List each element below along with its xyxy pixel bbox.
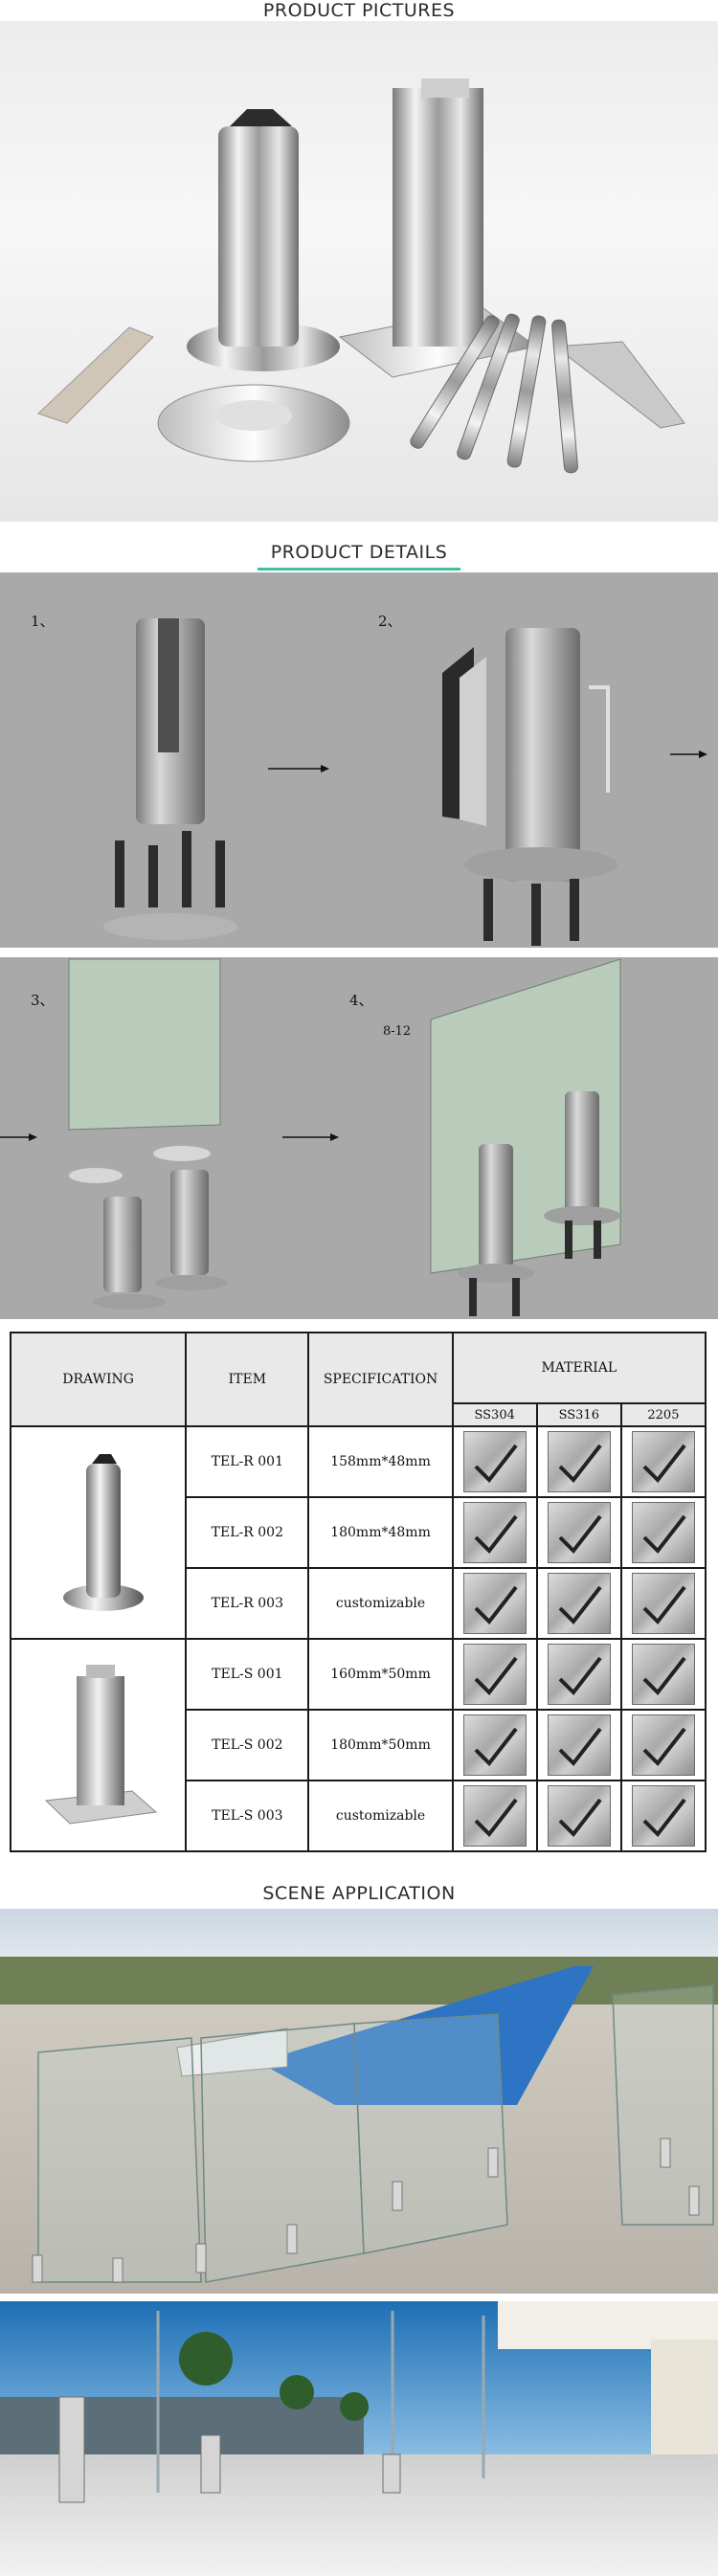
material-check	[535, 1709, 622, 1781]
material-subheader-row: SS304 SS316 2205	[11, 1402, 707, 1427]
drawing-square-spigot	[9, 1638, 188, 1852]
section-title: PRODUCT DETAILS	[257, 542, 461, 571]
drawing-header: DRAWING	[9, 1332, 188, 1427]
check-mark-icon	[547, 1431, 611, 1492]
check-mark-icon	[631, 1573, 695, 1634]
table-header-row: DRAWING ITEM SPECIFICATION MATERIAL	[9, 1332, 707, 1427]
section-title: SCENE APPLICATION	[249, 1883, 469, 1912]
table-row: TEL-S 003 customizable	[11, 1780, 707, 1852]
material-check	[451, 1496, 538, 1569]
material-check	[619, 1709, 707, 1781]
spec-cell: 160mm*50mm	[307, 1638, 454, 1711]
step-number: 2、	[378, 613, 402, 630]
square-spigot-image	[44, 1665, 157, 1825]
glass-gap-label: 8-12	[383, 1024, 412, 1039]
spec-cell: customizable	[307, 1780, 454, 1852]
check-mark-icon	[462, 1573, 527, 1634]
material-check	[619, 1780, 707, 1852]
material-2205: 2205	[619, 1402, 707, 1427]
material-check	[451, 1567, 538, 1640]
material-check	[451, 1709, 538, 1781]
material-check	[535, 1780, 622, 1852]
product-photo	[0, 21, 718, 522]
material-check	[619, 1638, 707, 1711]
table-row: TEL-S 002 180mm*50mm	[11, 1709, 707, 1781]
installation-steps-1-2: 1、 2、	[0, 572, 718, 948]
item-cell: TEL-R 003	[185, 1567, 310, 1640]
spec-cell: customizable	[307, 1567, 454, 1640]
check-mark-icon	[462, 1431, 527, 1492]
material-check	[535, 1638, 622, 1711]
step-number: 3、	[31, 992, 55, 1009]
spec-cell: 180mm*50mm	[307, 1709, 454, 1781]
material-ss304: SS304	[451, 1402, 538, 1427]
item-cell: TEL-R 001	[185, 1425, 310, 1498]
item-cell: TEL-S 001	[185, 1638, 310, 1711]
step-number: 1、	[31, 613, 55, 630]
material-check	[619, 1425, 707, 1498]
spec-cell: 158mm*48mm	[307, 1425, 454, 1498]
check-mark-icon	[547, 1502, 611, 1563]
table-row: TEL-R 002 180mm*48mm	[11, 1496, 707, 1569]
item-cell: TEL-R 002	[185, 1496, 310, 1569]
check-mark-icon	[462, 1785, 527, 1847]
check-mark-icon	[547, 1714, 611, 1776]
item-header: ITEM	[185, 1332, 310, 1427]
drawing-round-spigot	[9, 1425, 188, 1640]
material-check	[535, 1425, 622, 1498]
check-mark-icon	[462, 1714, 527, 1776]
check-mark-icon	[547, 1785, 611, 1847]
round-spigot-image	[62, 1454, 144, 1611]
check-mark-icon	[547, 1644, 611, 1705]
table-row: TEL-S 001 160mm*50mm	[9, 1638, 707, 1852]
material-header: MATERIAL	[451, 1332, 707, 1404]
check-mark-icon	[547, 1573, 611, 1634]
step-number: 4、	[349, 992, 373, 1009]
material-check	[619, 1496, 707, 1569]
item-cell: TEL-S 002	[185, 1709, 310, 1781]
table-row: TEL-R 003 customizable	[11, 1567, 707, 1640]
material-check	[535, 1496, 622, 1569]
check-mark-icon	[631, 1785, 695, 1847]
spec-table: DRAWING ITEM SPECIFICATION MATERIAL SS30…	[9, 1332, 707, 1852]
check-mark-icon	[631, 1714, 695, 1776]
material-check	[451, 1638, 538, 1711]
terrace-scene-photo	[0, 2301, 718, 2576]
material-check	[451, 1425, 538, 1498]
check-mark-icon	[462, 1502, 527, 1563]
check-mark-icon	[462, 1644, 527, 1705]
section-heading-details: PRODUCT DETAILS	[0, 542, 718, 571]
check-mark-icon	[631, 1502, 695, 1563]
material-check	[535, 1567, 622, 1640]
installation-steps-3-4: 3、 4、 8-12	[0, 957, 718, 1319]
pool-scene-photo	[0, 1909, 718, 2294]
material-check	[451, 1780, 538, 1852]
material-check	[619, 1567, 707, 1640]
table-row: TEL-R 001 158mm*48mm	[9, 1425, 707, 1640]
item-cell: TEL-S 003	[185, 1780, 310, 1852]
spec-cell: 180mm*48mm	[307, 1496, 454, 1569]
section-heading-scene: SCENE APPLICATION	[0, 1883, 718, 1912]
material-ss316: SS316	[535, 1402, 622, 1427]
check-mark-icon	[631, 1644, 695, 1705]
check-mark-icon	[631, 1431, 695, 1492]
specification-header: SPECIFICATION	[307, 1332, 454, 1427]
